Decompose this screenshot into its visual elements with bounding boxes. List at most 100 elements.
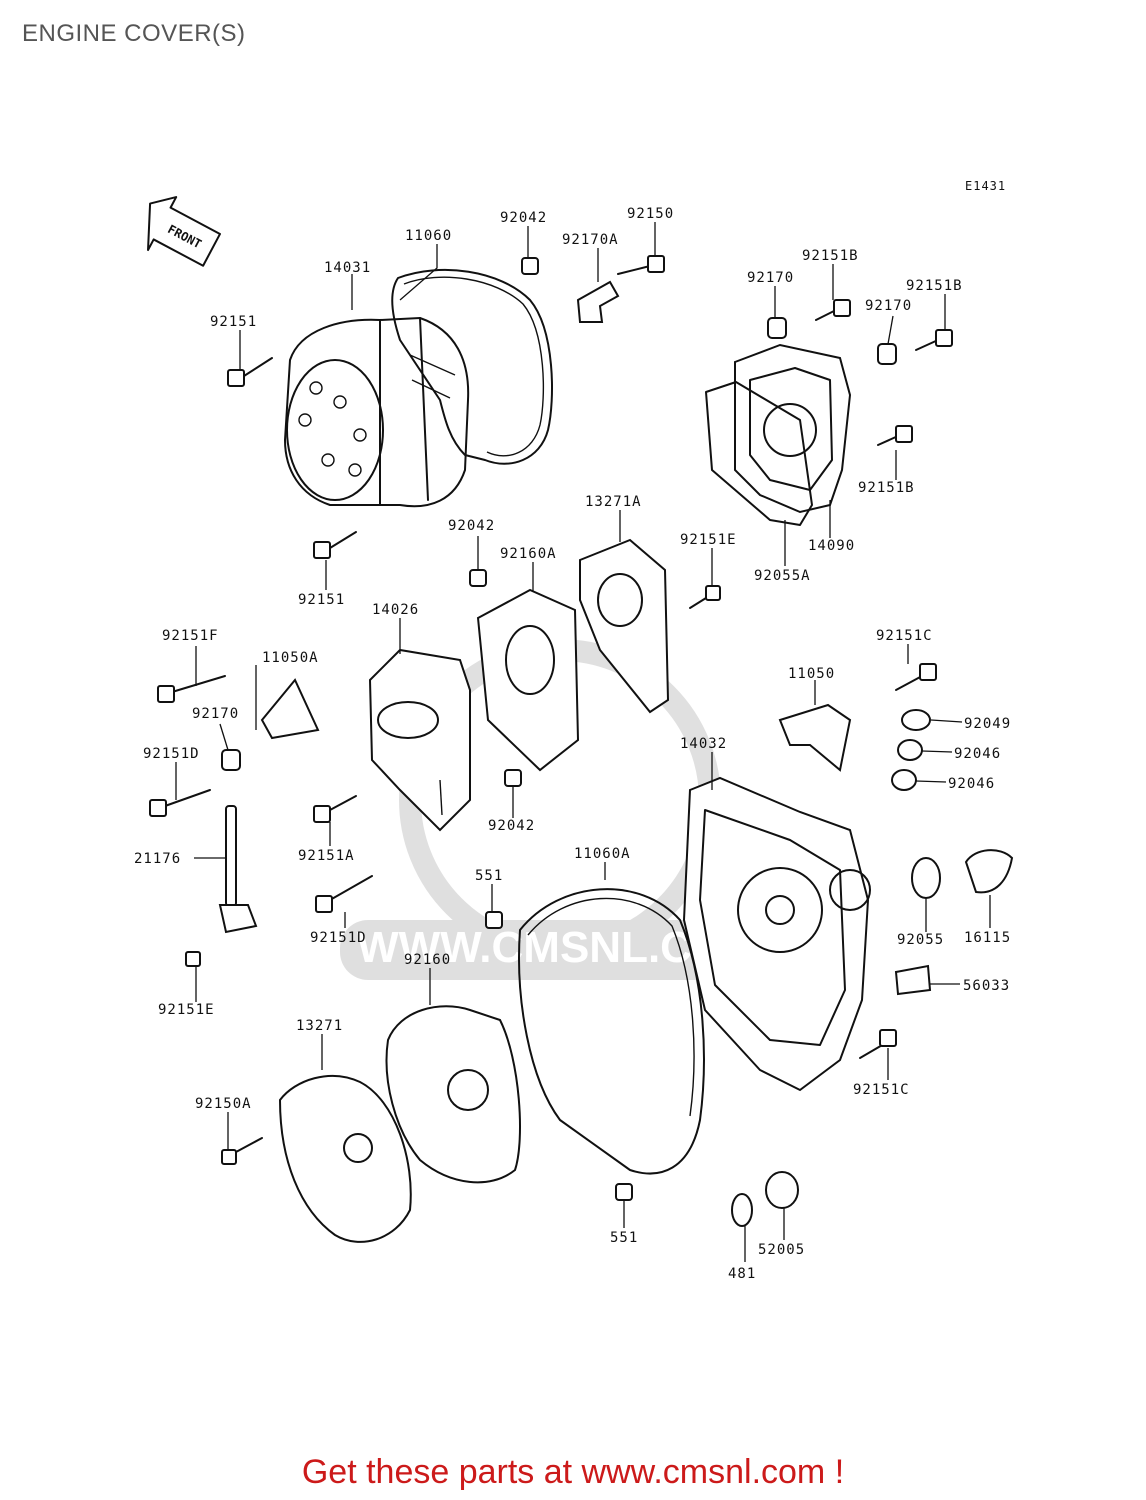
part-bolt-92151B-3 [877, 425, 913, 446]
part-plate-13271 [278, 1074, 412, 1243]
part-plate-13271A [579, 538, 670, 714]
part-bracket-11050A [260, 678, 320, 740]
part-sensor-21176 [218, 805, 258, 934]
part-bolt-92151C-top [895, 663, 937, 691]
part-bolt-92151C-low [859, 1029, 897, 1059]
callout-92151: 92151 [210, 314, 257, 330]
part-cover-14090 [734, 343, 852, 514]
page-title: ENGINE COVER(S) [22, 20, 246, 47]
part-dowel-92042-low [504, 769, 522, 787]
callout-92151E: 92151E [158, 1002, 215, 1018]
part-clip-92170-r1 [767, 317, 787, 339]
part-cover-92160 [385, 1005, 521, 1184]
callout-92160A: 92160A [500, 546, 557, 562]
part-seal-52005 [765, 1171, 799, 1209]
callout-labels: 11060 92042 92150 92170A 14031 92151 921… [134, 206, 1011, 1282]
callout-551: 551 [475, 868, 503, 884]
part-cover-14032 [682, 776, 871, 1092]
part-clip-92170-mid [221, 749, 241, 771]
callout-92042: 92042 [448, 518, 495, 534]
part-dowel-92042-top [521, 257, 539, 275]
callout-92151A: 92151A [298, 848, 355, 864]
leader-lines [175, 222, 991, 1262]
callout-92160: 92160 [404, 952, 451, 968]
callout-551: 551 [610, 1230, 638, 1246]
part-gasket-11060 [391, 268, 553, 465]
callout-14090: 14090 [808, 538, 855, 554]
part-bolt-92151E-mid [689, 585, 721, 609]
callout-92151D: 92151D [310, 930, 367, 946]
part-dowel-551-a [485, 911, 503, 929]
part-circlip-481 [731, 1193, 753, 1227]
callout-92151B: 92151B [802, 248, 859, 264]
part-dowel-551-b [615, 1183, 633, 1201]
exploded-parts-diagram: WWW.CMSNL.COM FRONT [134, 196, 1014, 1282]
callout-92042: 92042 [488, 818, 535, 834]
callout-92151E: 92151E [680, 532, 737, 548]
part-bolt-92150A [221, 1137, 263, 1165]
callout-56033: 56033 [963, 978, 1010, 994]
callout-92151B: 92151B [906, 278, 963, 294]
front-arrow-label: FRONT [165, 222, 203, 251]
part-label-56033 [894, 964, 932, 996]
callout-92170: 92170 [865, 298, 912, 314]
callout-92042: 92042 [500, 210, 547, 226]
part-bearing-92046-1 [897, 739, 923, 761]
callout-92055A: 92055A [754, 568, 811, 584]
part-cover-14031 [283, 316, 470, 508]
callout-21176: 21176 [134, 851, 181, 867]
part-bolt-92151F [157, 675, 226, 703]
callout-92151D: 92151D [143, 746, 200, 762]
part-dowel-92042-mid [469, 569, 487, 587]
callout-92151B: 92151B [858, 480, 915, 496]
callout-92046: 92046 [954, 746, 1001, 762]
part-bracket-92170A [576, 280, 620, 323]
callout-481: 481 [728, 1266, 756, 1282]
part-clip-92170-r2 [877, 343, 897, 365]
callout-13271A: 13271A [585, 494, 642, 510]
callout-14032: 14032 [680, 736, 727, 752]
callout-92049: 92049 [964, 716, 1011, 732]
callout-92150: 92150 [627, 206, 674, 222]
callout-92170: 92170 [747, 270, 794, 286]
part-seal-92049 [901, 709, 931, 731]
callout-52005: 52005 [758, 1242, 805, 1258]
callout-16115: 16115 [964, 930, 1011, 946]
part-bolt-92151-b [313, 531, 357, 559]
callout-92170A: 92170A [562, 232, 619, 248]
callout-92151C: 92151C [876, 628, 933, 644]
part-cover-14026 [368, 648, 471, 832]
part-bolt-92151-a [227, 357, 273, 387]
part-gasket-92055A [705, 381, 813, 526]
callout-11060A: 11060A [574, 846, 631, 862]
footer-call-to-action[interactable]: Get these parts at www.cmsnl.com ! [301, 1453, 845, 1491]
part-cap-16115 [964, 849, 1014, 894]
callout-92170: 92170 [192, 706, 239, 722]
callout-92151F: 92151F [162, 628, 219, 644]
callout-13271: 13271 [296, 1018, 343, 1034]
part-bearing-92046-2 [891, 769, 917, 791]
part-bolt-92151A [313, 795, 357, 823]
part-bolt-92151B-2 [915, 329, 953, 351]
part-oring-92055 [911, 857, 941, 899]
callout-92055: 92055 [897, 932, 944, 948]
part-cover-92160A [476, 588, 580, 772]
front-arrow-icon: FRONT [147, 196, 222, 267]
callout-92151: 92151 [298, 592, 345, 608]
part-bolt-92150 [617, 255, 665, 275]
callout-92150A: 92150A [195, 1096, 252, 1112]
callout-11060: 11060 [405, 228, 452, 244]
callout-14031: 14031 [324, 260, 371, 276]
part-bolt-92151D-left [149, 789, 211, 817]
part-bracket-11050 [778, 703, 852, 772]
part-gasket-11060A [518, 888, 705, 1175]
part-bolt-92151B-1 [815, 299, 851, 321]
diagram-code: E1431 [965, 179, 1007, 193]
callout-11050: 11050 [788, 666, 835, 682]
part-bolt-92151D-mid [315, 875, 373, 913]
callout-92046: 92046 [948, 776, 995, 792]
callout-11050A: 11050A [262, 650, 319, 666]
callout-92151C: 92151C [853, 1082, 910, 1098]
callout-14026: 14026 [372, 602, 419, 618]
part-bolt-92151E-left [185, 951, 201, 967]
